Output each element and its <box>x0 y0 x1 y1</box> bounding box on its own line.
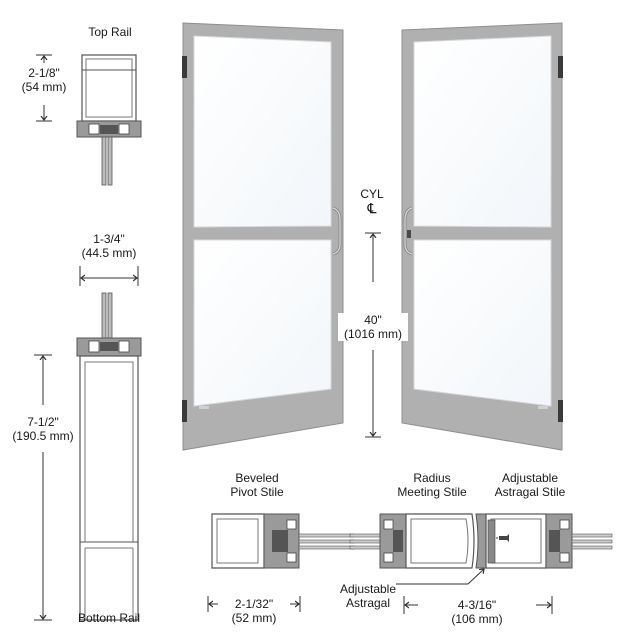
top-rail-section <box>36 54 142 186</box>
astragal-stile-line1: Adjustable <box>501 471 559 485</box>
radius-line1: Radius <box>413 471 451 485</box>
right-door-top-hinge <box>558 56 563 78</box>
stile-width-mm: (44.5 mm) <box>81 246 137 260</box>
bottom-rail-dimension-label: 7-1/2" (190.5 mm) <box>2 415 84 443</box>
pivot-width-in: 2-1/32" <box>234 597 274 611</box>
bottom-rail-height-mm: (190.5 mm) <box>12 429 74 443</box>
cylinder-height-label: 40" (1016 mm) <box>338 313 408 341</box>
bottom-rail-height-in: 7-1/2" <box>27 415 59 429</box>
radius-meeting-stile-label: Radius Meeting Stile <box>386 471 478 499</box>
left-door-top-hinge <box>182 56 187 78</box>
stile-width-in: 1-3/4" <box>93 232 125 246</box>
bottom-rail-section <box>34 266 142 621</box>
cyl-text: CYL <box>360 187 384 201</box>
right-door-bottom-hinge <box>558 400 563 422</box>
pivot-stile-width-label: 2-1/32" (52 mm) <box>216 597 292 625</box>
cylinder-height-dimension <box>365 232 381 438</box>
right-door-lower-glass <box>413 239 552 407</box>
right-door-upper-glass <box>413 35 552 228</box>
left-door-lower-glass <box>193 239 332 407</box>
meeting-width-in: 4-3/16" <box>457 598 497 612</box>
astragal-stile-line2: Astragal Stile <box>494 485 566 499</box>
adj-astragal-line2: Astragal <box>345 596 391 610</box>
left-door-upper-glass <box>193 35 332 228</box>
adj-astragal-line1: Adjustable <box>339 582 397 596</box>
left-door-bottom-hinge <box>182 400 187 422</box>
meeting-width-mm: (106 mm) <box>451 612 503 626</box>
right-door-label-plate <box>538 406 548 409</box>
left-door-leaf <box>182 22 344 451</box>
bottom-rail-label: Bottom Rail <box>77 611 141 625</box>
top-rail-height-mm: (54 mm) <box>21 80 67 94</box>
cyl-height-in: 40" <box>364 313 382 327</box>
meeting-stile-section <box>349 513 613 614</box>
bottom-rail-glass <box>101 292 107 342</box>
top-rail-label: Top Rail <box>88 25 132 39</box>
top-rail-dimension-label: 2-1/8" (54 mm) <box>10 66 78 94</box>
pivot-width-mm: (52 mm) <box>231 611 277 625</box>
beveled-line1: Beveled <box>235 471 279 485</box>
beveled-pivot-stile-label: Beveled Pivot Stile <box>212 471 302 499</box>
stile-width-label: 1-3/4" (44.5 mm) <box>68 232 150 260</box>
adjustable-astragal-label: Adjustable Astragal <box>330 582 406 610</box>
right-door-cylinder-lock <box>407 230 411 238</box>
top-rail-height-in: 2-1/8" <box>28 66 60 80</box>
beveled-pivot-stile-section <box>207 513 355 612</box>
radius-line2: Meeting Stile <box>397 485 467 499</box>
adjustable-astragal-stile-label: Adjustable Astragal Stile <box>484 471 576 499</box>
beveled-line2: Pivot Stile <box>230 485 284 499</box>
right-door-leaf <box>401 22 563 451</box>
cyl-height-mm: (1016 mm) <box>343 327 402 341</box>
cyl-centerline-symbol: ℄ <box>367 200 377 216</box>
cylinder-centerline-label: CYL ℄ <box>352 187 392 215</box>
meeting-stile-width-label: 4-3/16" (106 mm) <box>418 598 536 626</box>
left-door-label-plate <box>199 406 209 409</box>
top-rail-glass <box>101 136 107 186</box>
